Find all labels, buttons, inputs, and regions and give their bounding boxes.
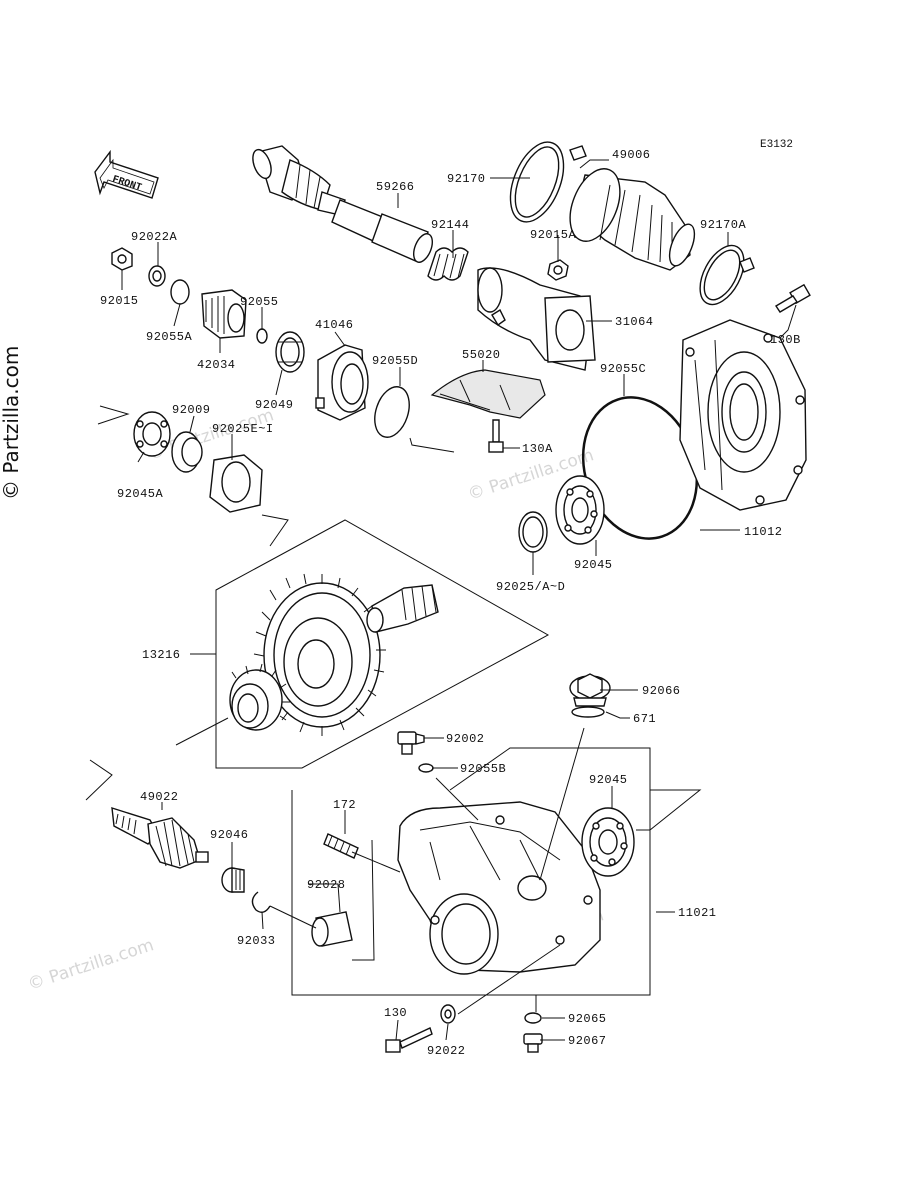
part-label-92046[interactable]: 92046 bbox=[210, 828, 249, 842]
part-label-55020[interactable]: 55020 bbox=[462, 348, 501, 362]
part-label-92045-bottom[interactable]: 92045 bbox=[589, 773, 628, 787]
part-label-92015[interactable]: 92015 bbox=[100, 294, 139, 308]
washer-92065 bbox=[524, 1012, 542, 1024]
part-label-172[interactable]: 172 bbox=[333, 798, 356, 812]
bolt-130 bbox=[385, 1027, 433, 1053]
part-label-92025-A-D[interactable]: 92025/A~D bbox=[496, 580, 565, 594]
part-labels: 49006 92170 59266 92144 92015A 92170A 92… bbox=[100, 148, 801, 1058]
ring-gear-13216 bbox=[253, 573, 386, 736]
part-label-92045A[interactable]: 92045A bbox=[117, 487, 164, 501]
part-label-92055[interactable]: 92055 bbox=[240, 295, 279, 309]
breather-92002 bbox=[397, 731, 425, 755]
part-label-92067[interactable]: 92067 bbox=[568, 1034, 607, 1048]
pinion-49022 bbox=[111, 807, 209, 869]
boot-clamp-92170 bbox=[509, 141, 587, 223]
nut-92015 bbox=[111, 247, 133, 271]
housing-11021 bbox=[397, 801, 601, 975]
part-label-49006[interactable]: 49006 bbox=[612, 148, 651, 162]
front-arrow-icon: FRONT bbox=[94, 149, 159, 199]
housing-31064 bbox=[477, 267, 596, 371]
cover-11012 bbox=[679, 319, 807, 511]
shim-92025E-I bbox=[209, 454, 263, 513]
nut-92015A bbox=[547, 259, 569, 281]
part-label-41046[interactable]: 41046 bbox=[315, 318, 354, 332]
part-label-92066[interactable]: 92066 bbox=[642, 684, 681, 698]
part-label-130B[interactable]: 130B bbox=[770, 333, 801, 347]
part-label-92055D[interactable]: 92055D bbox=[372, 354, 418, 368]
part-label-92065[interactable]: 92065 bbox=[568, 1012, 607, 1026]
part-label-42034[interactable]: 42034 bbox=[197, 358, 236, 372]
part-label-59266[interactable]: 59266 bbox=[376, 180, 415, 194]
shim-92025-A-D bbox=[518, 511, 548, 553]
part-label-671[interactable]: 671 bbox=[633, 712, 656, 726]
side-watermark: © Partzilla.com bbox=[0, 346, 23, 500]
washer-92022 bbox=[440, 1004, 456, 1024]
part-label-92055A[interactable]: 92055A bbox=[146, 330, 193, 344]
boot-49006 bbox=[569, 168, 696, 271]
drain-plug-92067 bbox=[523, 1033, 543, 1053]
bearing-92045-top bbox=[555, 475, 605, 545]
sleeve-92028 bbox=[311, 911, 353, 947]
guard-55020 bbox=[430, 369, 546, 419]
oring-92055 bbox=[256, 328, 268, 344]
bolt-130B bbox=[775, 283, 811, 313]
gear-set-frame bbox=[215, 519, 550, 769]
part-label-92033[interactable]: 92033 bbox=[237, 934, 276, 948]
joint-42034 bbox=[201, 289, 247, 339]
part-label-92049[interactable]: 92049 bbox=[255, 398, 294, 412]
part-label-130A[interactable]: 130A bbox=[522, 442, 553, 456]
oring-92055D bbox=[374, 386, 410, 438]
shaft-59266 bbox=[331, 199, 434, 263]
part-label-92002[interactable]: 92002 bbox=[446, 732, 485, 746]
oring-671 bbox=[571, 706, 605, 718]
part-label-92144[interactable]: 92144 bbox=[431, 218, 470, 232]
part-label-92170A[interactable]: 92170A bbox=[700, 218, 747, 232]
diagram-code: E3132 bbox=[760, 139, 793, 151]
part-label-92028[interactable]: 92028 bbox=[307, 878, 346, 892]
pinion-shaft-13216 bbox=[366, 584, 439, 633]
part-label-130[interactable]: 130 bbox=[384, 1006, 407, 1020]
part-label-92015A[interactable]: 92015A bbox=[530, 228, 577, 242]
oring-92055A bbox=[170, 279, 190, 305]
drive-pinion-13216 bbox=[229, 663, 290, 731]
part-label-31064[interactable]: 31064 bbox=[615, 315, 654, 329]
part-label-11012[interactable]: 11012 bbox=[744, 525, 783, 539]
filler-cap-92066 bbox=[569, 673, 611, 707]
part-label-49022[interactable]: 49022 bbox=[140, 790, 179, 804]
washer-92022A bbox=[148, 265, 166, 287]
drive-shaft-joint bbox=[252, 145, 346, 216]
watermark: © Partzilla.com bbox=[25, 935, 156, 995]
bearing-housing-41046 bbox=[315, 344, 369, 421]
collar-92009 bbox=[171, 431, 203, 473]
part-label-92025E-I[interactable]: 92025E~I bbox=[212, 422, 274, 436]
part-label-92170[interactable]: 92170 bbox=[447, 172, 486, 186]
part-label-13216[interactable]: 13216 bbox=[142, 648, 181, 662]
bearing-92045A bbox=[133, 411, 171, 457]
spring-92144 bbox=[427, 247, 469, 281]
bearing-92046 bbox=[221, 867, 245, 893]
bolt-130A bbox=[488, 419, 504, 453]
part-label-92022A[interactable]: 92022A bbox=[131, 230, 178, 244]
leader-lines bbox=[85, 159, 797, 1041]
part-label-92045-top[interactable]: 92045 bbox=[574, 558, 613, 572]
lower-frame bbox=[291, 747, 651, 996]
part-label-92055C[interactable]: 92055C bbox=[600, 362, 646, 376]
bearing-92045-bottom bbox=[581, 807, 635, 877]
circlip-92033 bbox=[251, 891, 271, 913]
part-label-92022[interactable]: 92022 bbox=[427, 1044, 466, 1058]
seal-92049 bbox=[275, 331, 305, 373]
boot-clamp-92170A bbox=[699, 244, 755, 306]
part-label-92009[interactable]: 92009 bbox=[172, 403, 211, 417]
oring-92055B bbox=[418, 763, 434, 773]
part-label-11021[interactable]: 11021 bbox=[678, 906, 717, 920]
stud-172 bbox=[323, 833, 359, 859]
part-label-92055B[interactable]: 92055B bbox=[460, 762, 506, 776]
